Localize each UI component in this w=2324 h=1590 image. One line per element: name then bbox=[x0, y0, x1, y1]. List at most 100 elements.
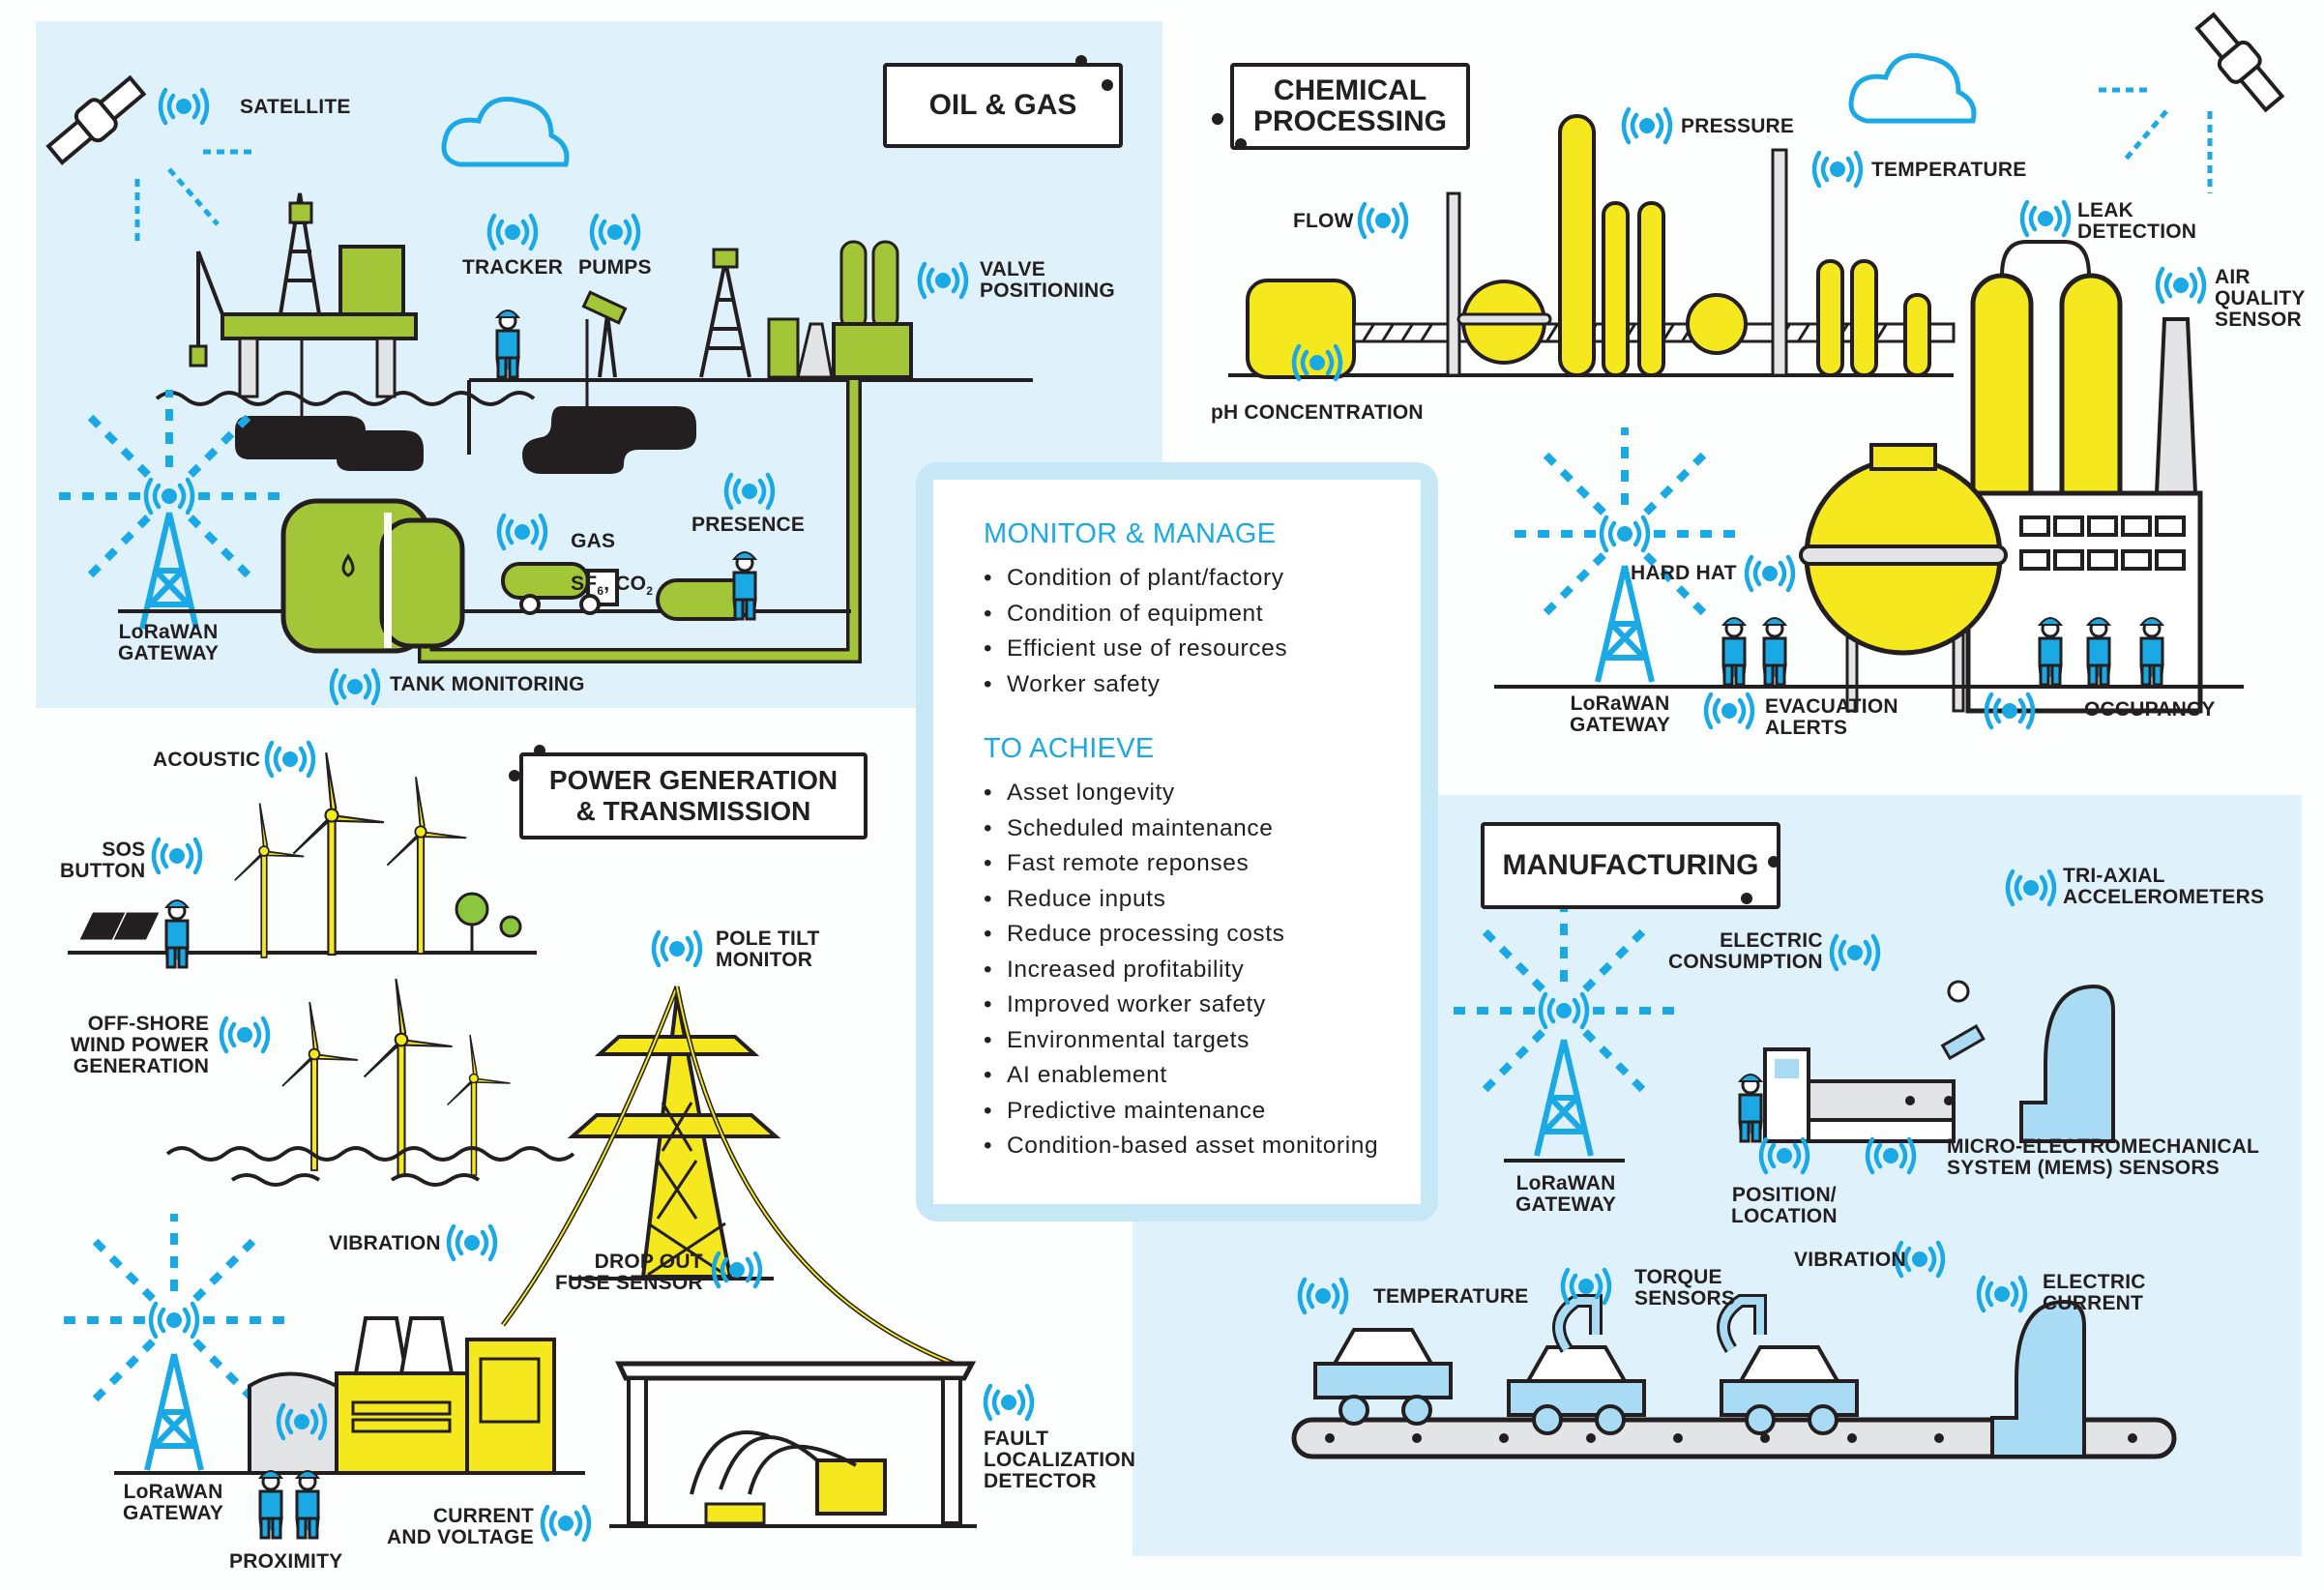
label-occupancy: OCCUPANCY bbox=[2084, 698, 2216, 721]
list-item: Efficient use of resources bbox=[984, 632, 1287, 667]
title-connector-dot bbox=[509, 770, 520, 781]
chemical-title: CHEMICAL PROCESSING bbox=[1230, 63, 1470, 150]
wireless-sensor-icon bbox=[1703, 692, 1755, 730]
monitor-manage-list: Condition of plant/factory Condition of … bbox=[984, 561, 1287, 702]
label-valve-positioning: VALVE POSITIONING bbox=[980, 258, 1115, 302]
wireless-sensor-icon bbox=[1865, 1136, 1917, 1175]
title-connector-dot bbox=[1075, 55, 1087, 67]
label-drop-out-fuse: DROP OUT FUSE SENSOR bbox=[555, 1251, 703, 1294]
wireless-sensor-icon bbox=[723, 472, 776, 511]
title-connector-dot bbox=[1768, 856, 1780, 868]
power-title: POWER GENERATION & TRANSMISSION bbox=[519, 752, 868, 839]
wireless-sensor-icon bbox=[540, 1504, 592, 1543]
label-tracker: TRACKER bbox=[462, 256, 564, 279]
list-item: Reduce processing costs bbox=[984, 917, 1378, 953]
wireless-sensor-icon bbox=[1829, 933, 1881, 972]
wireless-sensor-icon bbox=[1297, 1277, 1349, 1315]
list-item: Environmental targets bbox=[984, 1023, 1378, 1059]
wireless-sensor-icon bbox=[917, 261, 969, 300]
wireless-sensor-icon bbox=[486, 213, 539, 251]
wireless-sensor-icon bbox=[1291, 343, 1343, 382]
label-electric-consumption: ELECTRIC CONSUMPTION bbox=[1668, 929, 1823, 973]
list-item: Predictive maintenance bbox=[984, 1094, 1378, 1130]
wireless-sensor-icon bbox=[329, 667, 381, 706]
manufacturing-title: MANUFACTURING bbox=[1481, 822, 1780, 909]
label-pressure: PRESSURE bbox=[1681, 115, 1795, 137]
power-illustration bbox=[58, 751, 977, 1540]
oil-gas-title: OIL & GAS bbox=[883, 63, 1123, 148]
wireless-sensor-icon bbox=[219, 1016, 271, 1054]
wireless-sensor-icon bbox=[264, 740, 316, 779]
wireless-sensor-icon bbox=[148, 1301, 200, 1340]
list-item: Scheduled maintenance bbox=[984, 811, 1378, 847]
wireless-sensor-icon bbox=[651, 929, 703, 968]
info-card-inner: MONITOR & MANAGE Condition of plant/fact… bbox=[933, 480, 1421, 1204]
list-item: Increased profitability bbox=[984, 953, 1378, 988]
label-vibration: VIBRATION bbox=[329, 1232, 441, 1254]
label-flow: FLOW bbox=[1293, 210, 1354, 232]
wireless-sensor-icon bbox=[2019, 199, 2072, 238]
list-item: Asset longevity bbox=[984, 776, 1378, 811]
title-connector-dot bbox=[1235, 138, 1247, 150]
label-acoustic: ACOUSTIC bbox=[153, 749, 261, 771]
title-connector-dot bbox=[1212, 113, 1223, 125]
label-offshore-wind: OFF-SHORE WIND POWER GENERATION bbox=[71, 1013, 210, 1077]
label-satellite: SATELLITE bbox=[240, 96, 351, 118]
label-lorawan-gateway: LoRaWAN GATEWAY bbox=[1570, 692, 1671, 736]
label-gas-line2: SF6, CO2 bbox=[571, 573, 654, 599]
title-connector-dot bbox=[1102, 79, 1113, 91]
label-tank-monitoring: TANK MONITORING bbox=[390, 673, 585, 695]
wireless-sensor-icon bbox=[1744, 554, 1796, 593]
wireless-sensor-icon bbox=[711, 1251, 763, 1289]
wireless-sensor-icon bbox=[1976, 1275, 2028, 1313]
wireless-sensor-icon bbox=[1811, 150, 1864, 189]
label-lorawan-gateway: LoRaWAN GATEWAY bbox=[118, 621, 220, 664]
wireless-sensor-icon bbox=[1538, 991, 1590, 1030]
label-hard-hat: HARD HAT bbox=[1631, 562, 1737, 584]
to-achieve-list: Asset longevity Scheduled maintenance Fa… bbox=[984, 776, 1378, 1164]
to-achieve-heading: TO ACHIEVE bbox=[984, 733, 1155, 764]
label-air-quality: AIR QUALITY SENSOR bbox=[2215, 266, 2306, 331]
oil-gas-illustration bbox=[45, 74, 1033, 663]
label-presence: PRESENCE bbox=[691, 514, 806, 536]
label-sos-button: SOS BUTTON bbox=[60, 839, 146, 882]
label-tri-axial: TRI-AXIAL ACCELEROMETERS bbox=[2063, 865, 2265, 908]
list-item: Fast remote reponses bbox=[984, 846, 1378, 882]
label-leak-detection: LEAK DETECTION bbox=[2077, 199, 2197, 243]
label-evacuation-alerts: EVACUATION ALERTS bbox=[1765, 695, 1898, 739]
wireless-sensor-icon bbox=[1758, 1136, 1810, 1175]
wireless-sensor-icon bbox=[1357, 201, 1409, 240]
wireless-sensor-icon bbox=[1560, 1267, 1612, 1306]
label-lorawan-gateway: LoRaWAN GATEWAY bbox=[1515, 1172, 1617, 1216]
label-torque-sensors: TORQUE SENSORS bbox=[1634, 1266, 1736, 1310]
wireless-sensor-icon bbox=[1984, 692, 2036, 730]
wireless-sensor-icon bbox=[151, 837, 203, 875]
label-pole-tilt: POLE TILT MONITOR bbox=[716, 928, 820, 971]
wireless-sensor-icon bbox=[2005, 869, 2057, 907]
list-item: Improved worker safety bbox=[984, 987, 1378, 1023]
label-vibration: VIBRATION bbox=[1794, 1249, 1906, 1271]
wireless-sensor-icon bbox=[1621, 106, 1673, 145]
label-gas: GAS SF6, CO2 bbox=[559, 510, 653, 602]
label-temperature: TEMPERATURE bbox=[1871, 159, 2027, 181]
title-connector-dot bbox=[534, 745, 545, 756]
label-ph-concentration: pH CONCENTRATION bbox=[1211, 401, 1424, 424]
wireless-sensor-icon bbox=[1599, 515, 1651, 553]
wireless-sensor-icon bbox=[2155, 266, 2207, 305]
list-item: Condition-based asset monitoring bbox=[984, 1129, 1378, 1164]
label-fault-localization: FAULT LOCALIZATION DETECTOR bbox=[984, 1428, 1136, 1492]
label-position-location: POSITION/ LOCATION bbox=[1731, 1184, 1838, 1227]
manufacturing-illustration bbox=[1291, 904, 2177, 1459]
label-lorawan-gateway: LoRaWAN GATEWAY bbox=[123, 1481, 224, 1524]
label-mems-sensors: MICRO-ELECTROMECHANICAL SYSTEM (MEMS) SE… bbox=[1947, 1135, 2260, 1179]
wireless-sensor-icon bbox=[276, 1402, 328, 1441]
list-item: Worker safety bbox=[984, 667, 1287, 703]
wireless-sensor-icon bbox=[143, 477, 195, 515]
list-item: Reduce inputs bbox=[984, 882, 1378, 918]
list-item: AI enablement bbox=[984, 1058, 1378, 1094]
label-temperature: TEMPERATURE bbox=[1373, 1285, 1529, 1308]
title-connector-dot bbox=[1741, 893, 1752, 904]
list-item: Condition of plant/factory bbox=[984, 561, 1287, 597]
wireless-sensor-icon bbox=[158, 87, 210, 126]
wireless-sensor-icon bbox=[496, 513, 548, 551]
